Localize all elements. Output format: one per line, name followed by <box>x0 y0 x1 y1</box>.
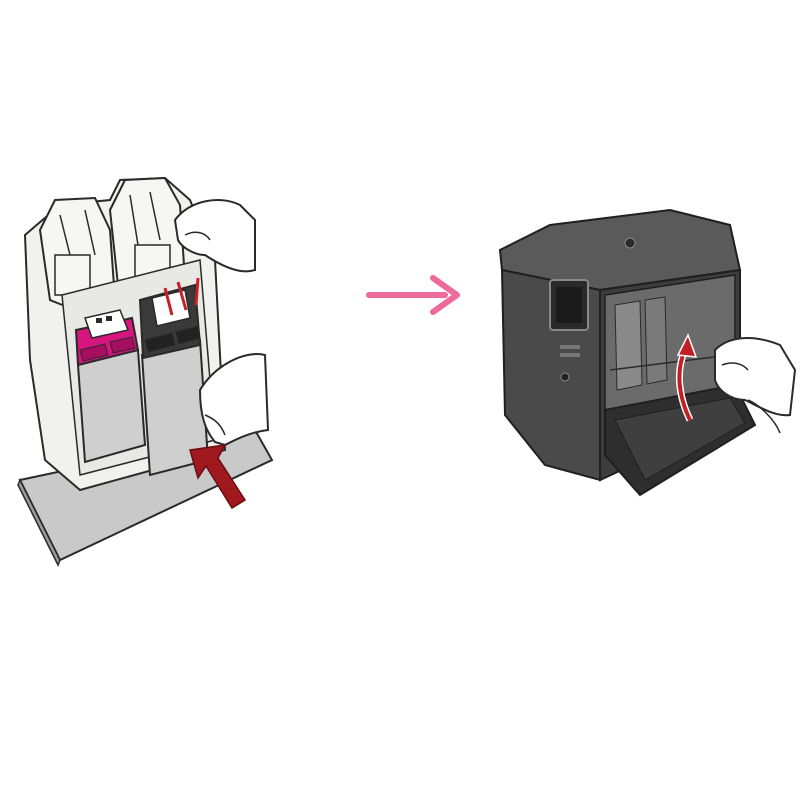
cartridge-insert-svg <box>17 176 274 567</box>
push-arrow-icon <box>189 444 247 510</box>
close-door-arrow-icon <box>675 333 698 422</box>
color-cartridge <box>74 309 147 464</box>
printer-close-door-illustration <box>490 195 800 515</box>
cartridge-insert-illustration <box>0 160 290 580</box>
hand-top-icon <box>173 199 256 273</box>
right-arrow-icon <box>365 270 465 320</box>
carriage-latch-left <box>38 196 117 312</box>
printer-svg <box>498 208 797 497</box>
black-cartridge <box>138 277 210 477</box>
hand-icon <box>714 337 797 417</box>
